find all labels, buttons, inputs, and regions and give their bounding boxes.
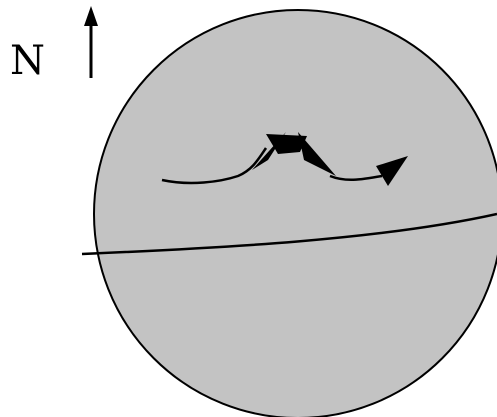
north-arrow-icon xyxy=(84,6,98,78)
planet-disc xyxy=(94,10,497,417)
north-label: N xyxy=(10,38,45,84)
